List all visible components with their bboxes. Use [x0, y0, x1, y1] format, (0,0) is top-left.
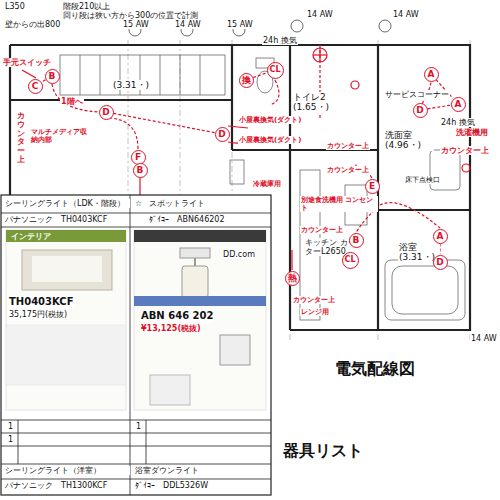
symbol-letter: C [32, 82, 39, 91]
fixture-symbol: D [433, 255, 448, 270]
plan-label: 24h 換気 [262, 36, 298, 45]
table-cell: 1 [135, 422, 142, 431]
wiring-line [253, 73, 267, 78]
plan-label: 階段210以上 [62, 2, 111, 11]
wiring-note: 洗濯機用 [455, 128, 489, 137]
symbol-letter: D [218, 130, 225, 139]
wiring-note: 手元スイッチ [2, 58, 52, 67]
fixture-symbol: B [133, 163, 148, 178]
table-cell: 35,175円(税抜) [8, 310, 68, 319]
symbol-letter: B [137, 166, 144, 175]
plan-label: 壁からの出800 [4, 20, 61, 29]
wiring-note: カウンター上 [326, 142, 370, 150]
table-cell: TH0403KCF [8, 296, 75, 308]
plan-label: 14 AW [174, 20, 202, 29]
fixture-symbol: A [433, 229, 448, 244]
symbol-letter: 熱 [288, 274, 297, 283]
plan-label: 14 AW [392, 10, 420, 19]
symbol-letter: F [135, 153, 141, 162]
plan-label: 24h 換気 [440, 118, 476, 127]
wiring-note: カウンター上 [300, 226, 344, 234]
table-cell: スポットライト [148, 199, 206, 208]
table-cell: ABN 646 202 [140, 310, 214, 322]
table-cell: シーリングライト（洋室） [4, 466, 130, 475]
wiring-note: カウンター上 [326, 166, 370, 174]
plan-label: 洗面室 (4.96・) [384, 130, 434, 151]
symbol-letter: B [49, 72, 56, 81]
plan-label: 回り段は狭い方から300の位置で計測 [62, 11, 199, 20]
symbol-letter: 換 [242, 76, 251, 85]
symbol-letter: A [455, 100, 462, 109]
wiring-line [427, 105, 450, 109]
plan-label: トイレ2 (1.65・) [292, 92, 338, 113]
fixture-symbol: D [99, 105, 114, 120]
table-cell: ¥13,125(税抜) [140, 324, 202, 333]
plan-label: L350 [4, 2, 26, 11]
symbol-letter: D [416, 106, 423, 115]
table-cell: ﾀﾞｲｺｰ DDL5326W [134, 481, 209, 490]
table-cell: ﾀﾞｲｺｰ ABN646202 [148, 215, 225, 224]
symbol-letter: CL [345, 256, 356, 264]
wiring-note: カウンター上 [16, 112, 26, 165]
plan-label: 15 AW [226, 20, 254, 29]
wiring-line [41, 80, 45, 82]
wiring-note: カウンター上 [440, 146, 490, 155]
fixture-symbol: D [215, 127, 230, 142]
symbol-letter: CL [270, 66, 281, 74]
wiring-note: 別途食洗機用 コンセント [300, 196, 378, 212]
fixture-symbol: A [424, 67, 439, 82]
symbol-letter: E [369, 182, 375, 191]
table-cell: シーリングライト（LDK・階段） [4, 199, 130, 208]
wiring-note: カウンター上 [292, 296, 336, 304]
wiring-note: 1階へ [60, 97, 84, 106]
table-cell: パナソニック TH1300KCF [4, 481, 108, 490]
fixture-symbol: E [365, 179, 380, 194]
table-cell: ☆ [134, 199, 143, 208]
table-cell: 浴室ダウンライト [134, 466, 200, 475]
symbol-letter: D [436, 258, 443, 267]
symbol-letter: D [102, 108, 109, 117]
fixture-symbol: CL [342, 252, 359, 269]
plan-label: 器具リスト [282, 442, 364, 460]
fixture-symbol: CL [267, 62, 284, 79]
fixture-symbol: D [413, 103, 428, 118]
table-cell: 1 [7, 422, 14, 431]
wiring-note: レンジ用 [300, 308, 330, 316]
plan-label: サービスコーナー [384, 90, 450, 99]
plan-label: 14 AW [306, 10, 334, 19]
plan-label: 床下点検口 [404, 176, 441, 184]
symbol-letter: B [353, 236, 360, 245]
fixture-symbol: B [45, 69, 60, 84]
wiring-note: 冷蔵庫用 [252, 180, 282, 188]
table-cell: パナソニック TH0403KCF [4, 215, 108, 224]
wiring-note: 小屋裏換気(ダクト) [238, 116, 302, 124]
plan-label: 15 AW [122, 20, 150, 29]
symbol-letter: A [428, 70, 435, 79]
fixture-symbol: 熱 [285, 271, 300, 286]
table-cell: 1 [7, 435, 14, 444]
symbol-letter: A [437, 232, 444, 241]
fixture-symbol: A [451, 97, 466, 112]
fixture-symbol: B [349, 233, 364, 248]
table-cell: インテリア [10, 232, 52, 241]
fixture-symbol: C [28, 79, 43, 94]
wiring-note: マルチメディア収納内部 [30, 128, 94, 144]
plan-label: 14 AW [470, 334, 498, 343]
plan-label: 電気配線図 [334, 360, 416, 378]
wiring-note: 小屋裏換気(ダクト) [238, 136, 302, 144]
table-cell: DD.com [222, 250, 256, 259]
plan-label: (3.31・) [112, 80, 150, 90]
fixture-symbol: 換 [239, 73, 254, 88]
wiring-line [113, 113, 214, 132]
